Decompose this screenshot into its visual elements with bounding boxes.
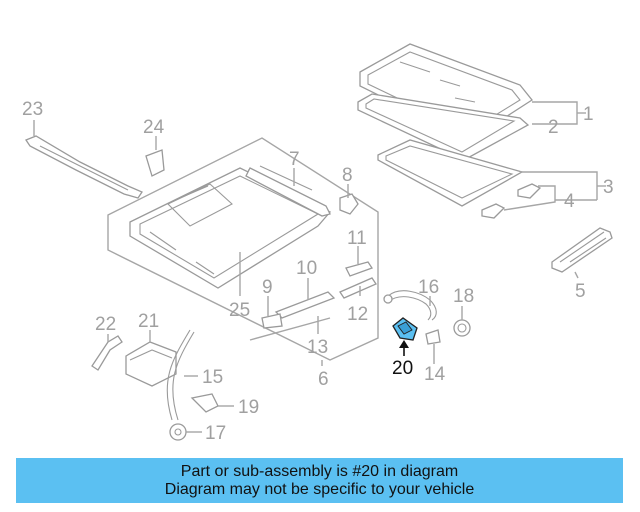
sunshade-panel [377,139,524,207]
callout-25: 25 [229,300,250,321]
banner-line-2: Diagram may not be specific to your vehi… [164,480,475,498]
drain-tube [166,329,195,421]
callout-15: 15 [202,367,223,388]
hose-clamp [190,393,219,413]
callout-23: 23 [22,99,43,120]
callout-7: 7 [289,149,300,170]
callout-8: 8 [342,165,353,186]
drain-clip [145,149,165,177]
weatherstrip [25,135,143,199]
callout-3: 3 [603,177,614,198]
drain-hose-elbow [91,335,123,371]
callout-19: 19 [238,397,259,418]
callout-12: 12 [347,304,368,325]
callout-18: 18 [453,286,474,307]
callout-6: 6 [318,369,329,390]
banner-line-1: Part or sub-assembly is #20 in diagram [180,462,459,480]
callout-17: 17 [205,423,226,444]
callout-20: 20 [392,358,413,379]
glass-seal-frame [357,93,530,161]
info-banner: Part or sub-assembly is #20 in diagram D… [16,458,623,503]
hose-connector [453,319,471,337]
callout-4: 4 [564,191,575,212]
sunroof-housing [129,165,332,289]
deflector-bar [245,167,331,217]
callout-11: 11 [347,228,367,249]
part-20-highlighted[interactable] [392,317,418,341]
callout-24: 24 [143,117,165,138]
callout-13: 13 [307,337,328,358]
callout-9: 9 [262,277,273,298]
callout-14: 14 [424,364,446,385]
callout-2: 2 [548,117,559,138]
callout-21: 21 [138,311,159,332]
grommet [169,423,187,441]
callout-22: 22 [95,314,116,335]
bracket [339,193,359,215]
callout-5: 5 [575,281,586,302]
sunshade-clips [481,183,542,219]
parts-diagram: 1 2 3 4 5 6 7 8 9 10 11 12 13 14 15 16 1… [22,43,614,444]
callout-10: 10 [296,258,317,279]
callout-16: 16 [418,277,439,298]
grommet-small [425,329,441,345]
callout-1: 1 [583,104,594,125]
guide-rail [551,227,613,273]
side-rails [261,261,377,329]
